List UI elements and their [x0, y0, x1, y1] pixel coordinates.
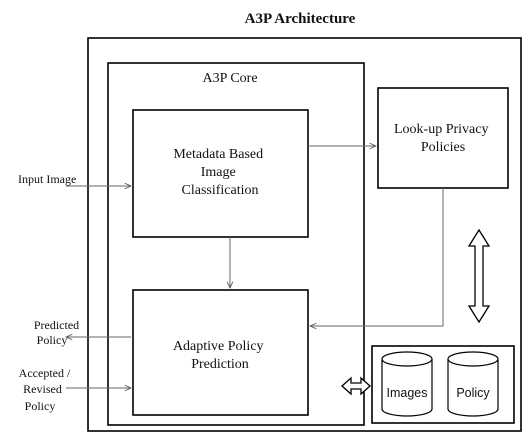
classification-line-2: Image	[201, 165, 236, 180]
arrow-lookup-to-prediction	[310, 188, 444, 326]
lookup-line-2: Policies	[421, 140, 465, 155]
lookup-box	[377, 87, 509, 189]
horizontal-double-arrow-icon	[341, 376, 371, 396]
classification-line-3: Classification	[182, 183, 259, 198]
lookup-line-1: Look-up Privacy	[394, 122, 488, 137]
outer-frame	[87, 37, 522, 432]
a3p-core-label: A3P Core	[202, 71, 257, 86]
images-database-icon	[381, 351, 433, 417]
input-image-label: Input Image	[18, 172, 76, 186]
prediction-box	[132, 289, 309, 416]
lookup-label: Look-up Privacy Policies	[394, 122, 492, 155]
predicted-line-1: Predicted	[34, 318, 79, 332]
vertical-double-arrow-icon	[467, 228, 491, 324]
accepted-line-2: Revised	[23, 382, 62, 396]
prediction-label: Adaptive Policy Prediction	[173, 339, 267, 372]
classification-line-1: Metadata Based	[173, 147, 263, 162]
policy-label: Policy	[456, 386, 490, 400]
classification-box	[132, 109, 309, 238]
accepted-line-3: Policy	[25, 399, 56, 413]
predicted-policy-label: Predicted Policy	[34, 318, 82, 347]
prediction-line-2: Prediction	[191, 357, 249, 372]
accepted-policy-label: Accepted / Revised Policy	[19, 366, 74, 413]
images-label: Images	[387, 386, 428, 400]
a3p-core-frame	[107, 62, 365, 426]
diagram-title: A3P Architecture	[245, 11, 356, 27]
prediction-line-1: Adaptive Policy	[173, 339, 264, 354]
accepted-line-1: Accepted /	[19, 366, 71, 380]
policy-database-icon	[447, 351, 499, 417]
predicted-line-2: Policy	[37, 333, 68, 347]
classification-label: Metadata Based Image Classification	[173, 147, 266, 198]
